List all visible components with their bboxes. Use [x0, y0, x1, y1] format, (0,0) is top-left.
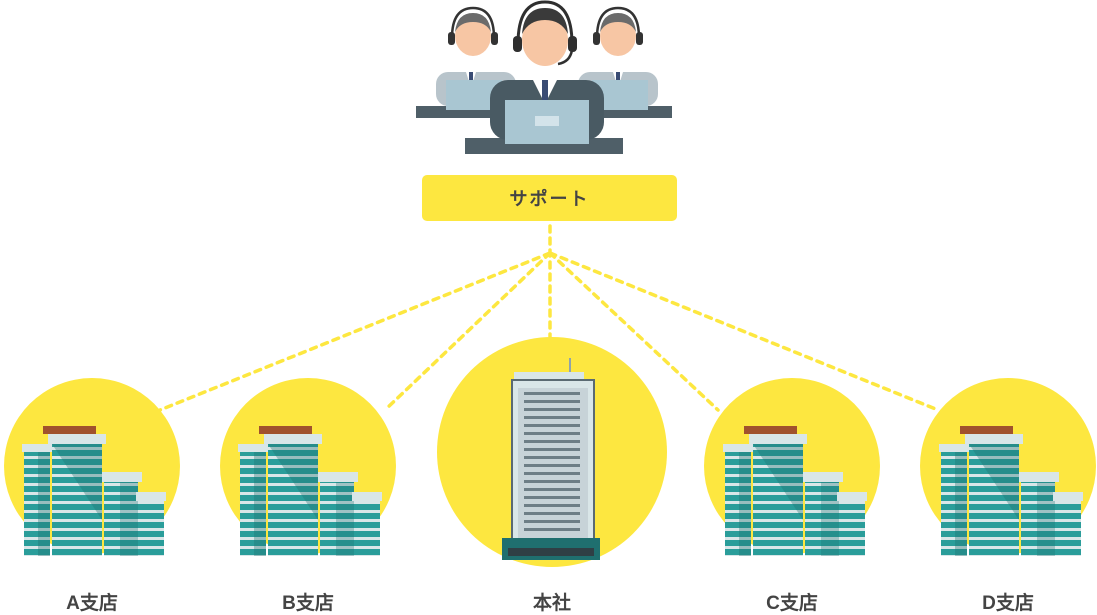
skyscraper-icon — [502, 358, 600, 560]
node-label-hq: 本社 — [532, 593, 571, 614]
connector-line-b — [383, 251, 552, 412]
agent-right — [578, 6, 658, 110]
connector-line-c — [548, 251, 720, 412]
agent-center — [490, 0, 604, 144]
connector-lines — [158, 224, 940, 412]
node-label-a: A支店 — [66, 593, 118, 614]
node-label-c: C支店 — [766, 593, 818, 614]
connector-line-d — [548, 251, 940, 412]
connector-line-a — [158, 251, 552, 412]
support-label: サポート — [509, 189, 590, 209]
node-label-d: D支店 — [982, 593, 1034, 614]
support-box: サポート — [422, 175, 677, 221]
call-center-agents-icon — [416, 0, 672, 154]
node-label-b: B支店 — [282, 593, 334, 614]
